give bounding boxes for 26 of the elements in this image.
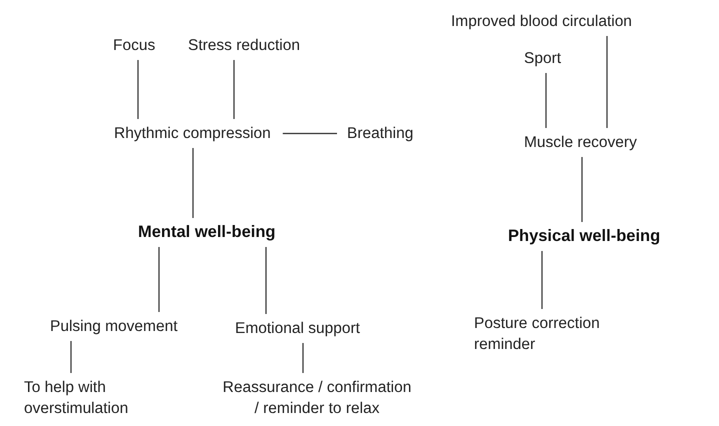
topic-label: Breathing <box>347 123 414 144</box>
category-heading: Mental well-being <box>138 222 276 243</box>
connector-line <box>233 60 235 119</box>
connector-line <box>541 251 543 309</box>
connector-line <box>282 132 337 134</box>
connector-line <box>545 73 547 128</box>
connector-line <box>192 148 194 218</box>
connector-line <box>158 247 160 312</box>
connector-line <box>302 343 304 373</box>
connector-line <box>70 341 72 373</box>
topic-label: Posture correction reminder <box>474 313 624 355</box>
connector-line <box>265 247 267 314</box>
topic-label: Stress reduction <box>188 35 300 56</box>
connector-line <box>606 36 608 128</box>
connector-line <box>581 157 583 222</box>
category-heading: Physical well-being <box>508 226 660 247</box>
topic-label: Sport <box>524 48 562 69</box>
topic-label: Reassurance / confirmation / reminder to relax <box>222 377 412 419</box>
topic-label: Muscle recovery <box>524 132 637 153</box>
topic-label: To help with overstimulation <box>24 377 159 419</box>
topic-label: Improved blood circulation <box>451 11 632 32</box>
connector-line <box>137 60 139 119</box>
topic-label: Emotional support <box>235 318 360 339</box>
topic-label: Pulsing movement <box>50 316 178 337</box>
topic-label: Rhythmic compression <box>114 123 271 144</box>
topic-label: Focus <box>113 35 156 56</box>
